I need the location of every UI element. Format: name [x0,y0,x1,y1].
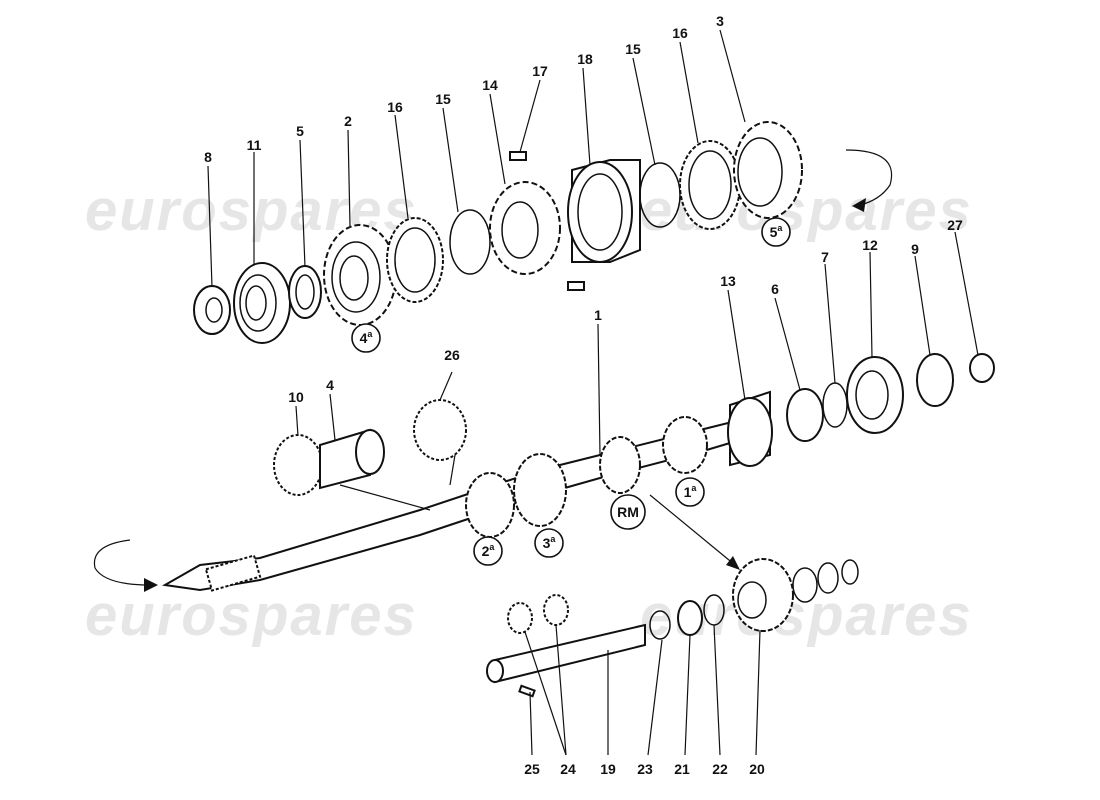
part-26-needle-bearing [413,399,467,461]
badge-gear-4a: 4a [351,323,381,353]
label-24: 24 [560,761,576,777]
part-14-hub [489,181,561,275]
label-10: 10 [288,389,304,405]
label-11: 11 [247,137,262,153]
label-18: 18 [577,51,593,67]
part-24-needle-bearing-right [543,594,569,626]
part-18-sleeve [567,159,641,263]
label-5: 5 [296,123,304,139]
part-10-needle-bearing [273,434,323,496]
reverse-washer-2 [817,562,839,594]
label-14: 14 [482,77,498,93]
part-15-spring-right [639,162,681,228]
svg-text:4a: 4a [360,329,374,346]
part-16-synchro-ring-left [386,217,444,303]
svg-text:5a: 5a [770,223,784,240]
shaft-gear-2a [465,472,515,538]
part-11-bearing [233,262,291,344]
svg-text:3a: 3a [543,534,557,551]
part-3-gear [733,121,803,219]
leader-arrow-26 [449,454,456,486]
label-8: 8 [204,149,212,165]
rotation-arrow-bottom [93,539,151,586]
label-13: 13 [720,273,736,289]
label-17: 17 [532,63,548,79]
part-6-shim [786,388,824,442]
part-24-needle-bearing-left [507,602,533,634]
part-13-bearing-race [727,390,773,467]
label-1: 1 [594,307,602,323]
part-21-washer [677,600,703,636]
rotation-arrowhead-top [852,198,866,212]
part-2-gear [323,224,397,326]
leader-arrow-rm [649,494,736,566]
badge-gear-2a: 2a [473,536,503,566]
rotation-arrow-top [845,149,893,206]
part-5-spacer [288,265,322,319]
reverse-washer-1 [792,567,818,603]
part-7-snap-ring [822,382,848,428]
shaft-gear-1a [662,416,708,474]
part-12-bearing [846,356,904,434]
label-22: 22 [712,761,728,777]
label-20: 20 [749,761,765,777]
part-16-synchro-ring-right [679,140,741,230]
badge-gear-1a: 1a [675,477,705,507]
label-12: 12 [862,237,878,253]
part-25-key [518,684,536,698]
part-17-key-bottom [567,281,585,291]
part-8-nut [193,285,231,335]
badge-gear-5a: 5a [761,217,791,247]
label-26: 26 [444,347,460,363]
shaft-gear-3a [513,453,567,527]
label-4: 4 [326,377,334,393]
reverse-circlip [841,559,859,585]
label-25: 25 [524,761,540,777]
label-9: 9 [911,241,919,257]
badge-gear-rm: RM [610,494,646,530]
part-27-ring [969,353,995,383]
part-15-spring-left [449,209,491,275]
label-27: 27 [947,217,963,233]
part-19-idler-shaft [486,623,646,684]
svg-text:RM: RM [617,504,639,520]
label-19: 19 [600,761,616,777]
leader-arrow-10 [339,484,431,511]
label-16-left: 16 [387,99,403,115]
label-15-left: 15 [435,91,451,107]
label-6: 6 [771,281,779,297]
rm-arrowhead [726,556,740,570]
label-3: 3 [716,13,724,29]
part-17-key-top [509,151,527,161]
label-16-right: 16 [672,25,688,41]
label-21: 21 [674,761,690,777]
rotation-arrowhead-bottom [144,578,158,592]
svg-text:2a: 2a [482,542,496,559]
label-23: 23 [637,761,653,777]
leader-lines [207,29,979,756]
part-20-reverse-gear [732,558,794,632]
svg-text:1a: 1a [684,483,698,500]
part-4-bushing [319,428,385,490]
label-7: 7 [821,249,829,265]
shaft-gear-rm [599,436,641,494]
watermark-bottom-left: eurospares [85,583,418,648]
part-23-circlip [649,610,671,640]
label-2: 2 [344,113,352,129]
part-9-nut [916,353,954,407]
label-15-right: 15 [625,41,641,57]
badge-gear-3a: 3a [534,528,564,558]
